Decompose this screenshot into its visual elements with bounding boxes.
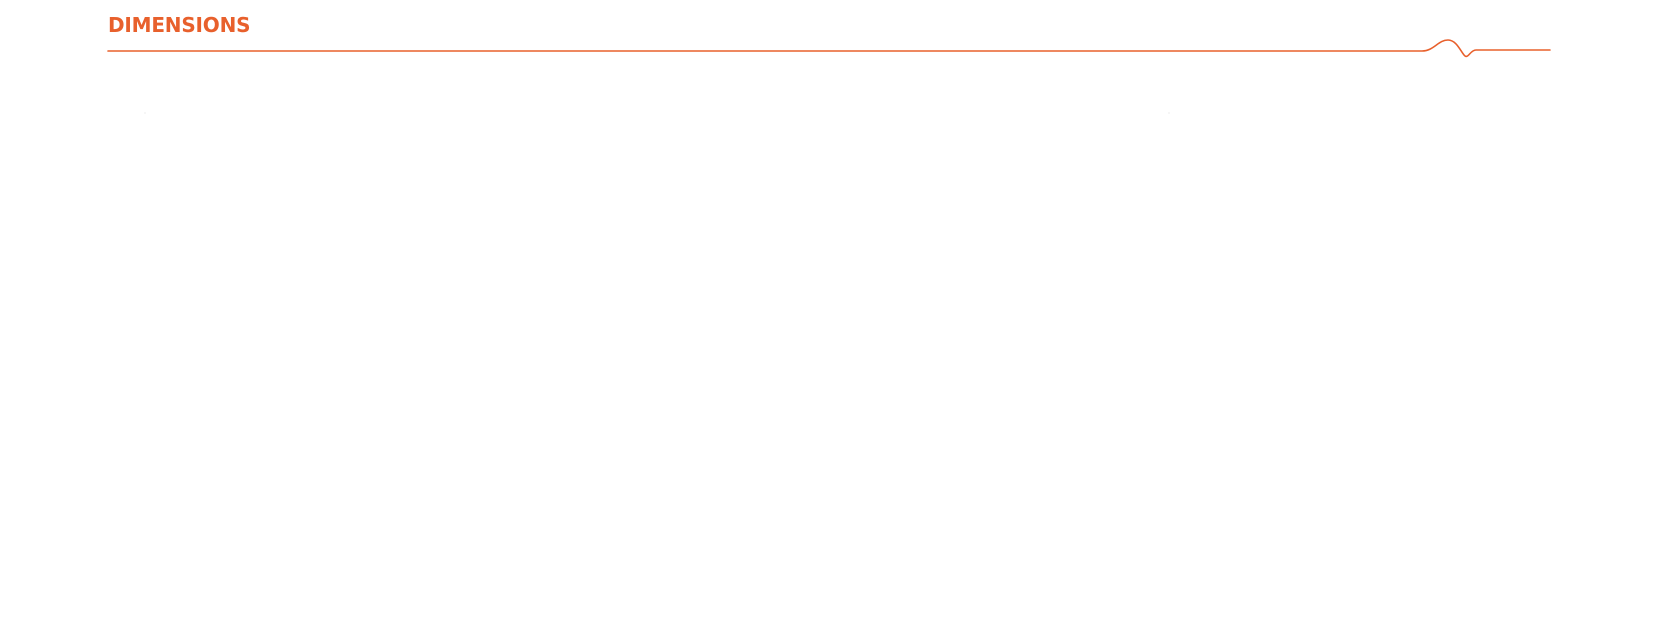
dimensions-right-panel — [1168, 112, 1172, 116]
wave-divider-icon — [107, 39, 1551, 58]
dimensions-content — [108, 100, 1550, 600]
placeholder-mark — [1168, 112, 1170, 114]
placeholder-mark — [144, 112, 146, 114]
dimensions-left-panel — [144, 112, 148, 116]
section-header: DIMENSIONS — [107, 0, 1551, 70]
section-title: DIMENSIONS — [108, 13, 251, 37]
